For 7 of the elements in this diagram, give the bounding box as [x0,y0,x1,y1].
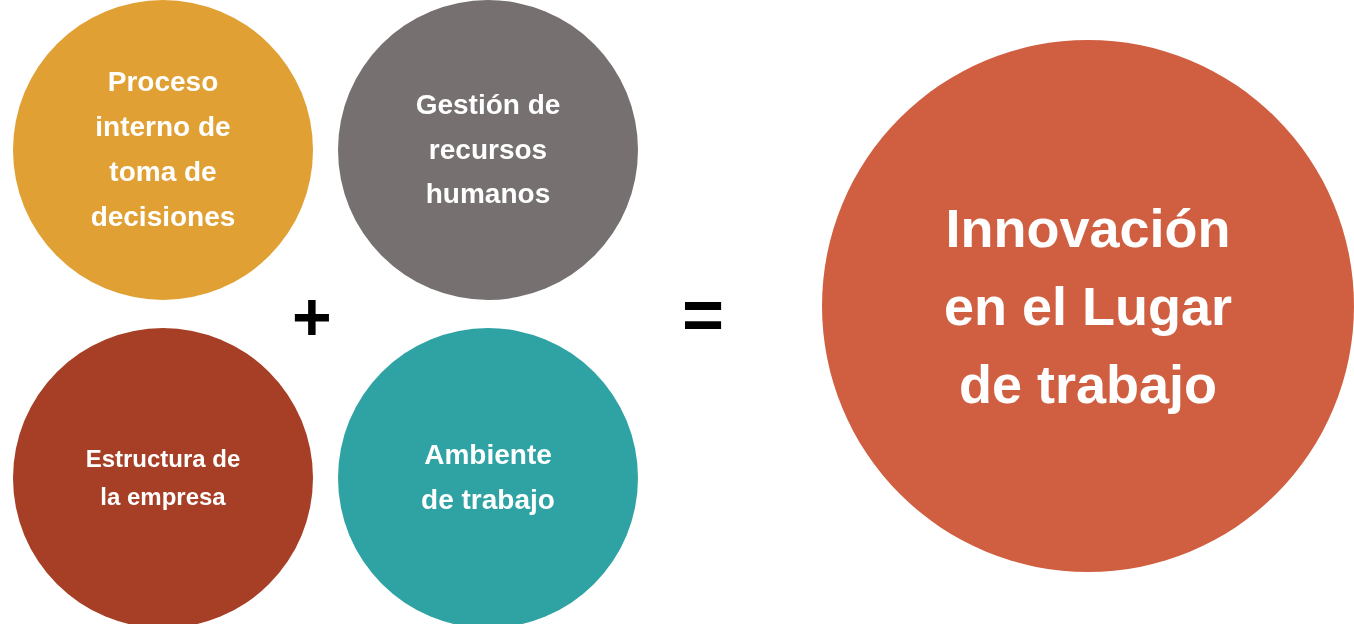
plus-sign: + [292,282,332,350]
node-label: Proceso interno de toma de decisiones [89,65,237,234]
equals-sign: = [682,278,725,350]
node-label: Estructura de la empresa [84,443,242,512]
node-label: Innovación en el Lugar de trabajo [942,196,1234,417]
node-label: Ambiente de trabajo [420,438,556,517]
node-label: Gestión de recursos humanos [414,87,562,212]
